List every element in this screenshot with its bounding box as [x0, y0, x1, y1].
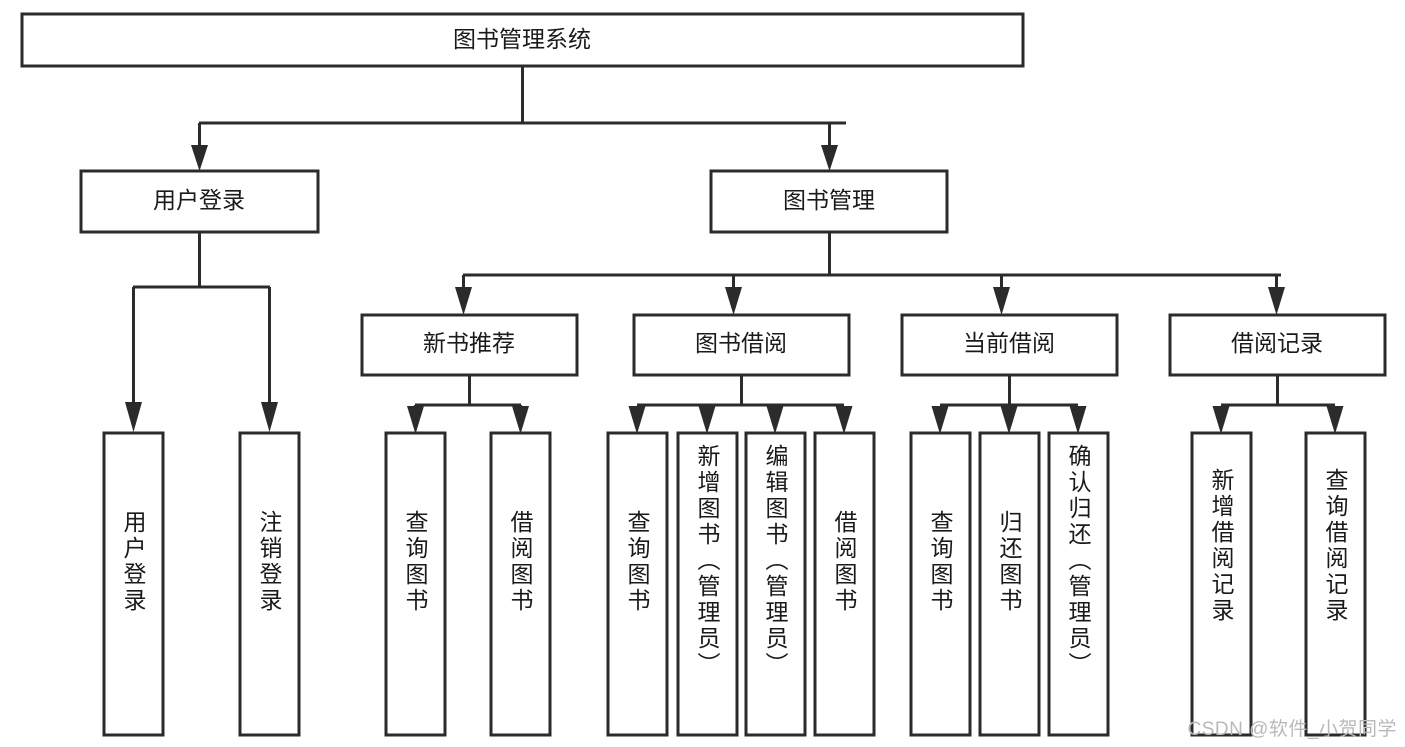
- leaf-book-borrow-query-label: 查询图书: [624, 510, 651, 614]
- connector-group-root-to-level2: [191, 66, 846, 171]
- leaf-book-borrow-edit[interactable]: 编辑图书（管理员）: [744, 431, 807, 737]
- node-borrow-record-box[interactable]: [1168, 313, 1387, 377]
- arrowhead-borrow-record: [1268, 287, 1285, 315]
- arrowhead-book-borrow: [725, 287, 742, 315]
- node-user-login-box[interactable]: [79, 169, 320, 234]
- leaf-user-login-logout-box[interactable]: [238, 431, 301, 737]
- node-root[interactable]: 图书管理系统: [20, 12, 1025, 68]
- leaf-book-borrow-add[interactable]: 新增图书（管理员）: [676, 431, 739, 737]
- leaf-user-login-login-label: 用户登录: [120, 510, 147, 614]
- leaf-user-login-login-box[interactable]: [102, 431, 165, 737]
- node-new-book-recommend-box[interactable]: [360, 313, 579, 377]
- leaf-user-login-login[interactable]: 用户登录: [102, 431, 165, 737]
- node-current-borrow-label: 当前借阅: [963, 330, 1055, 356]
- leaf-book-borrow-edit-box[interactable]: [744, 431, 807, 737]
- leaf-current-borrow-query-box[interactable]: [909, 431, 972, 737]
- node-book-borrow[interactable]: 图书借阅: [632, 313, 851, 377]
- leaf-book-borrow-borrow-label: 借阅图书: [831, 510, 858, 614]
- arrowhead-bb-add-book: [698, 406, 716, 434]
- leaf-current-borrow-confirm-box[interactable]: [1047, 431, 1110, 737]
- arrowhead-book-mgmt: [821, 145, 838, 171]
- leaf-new-book-query-box[interactable]: [384, 431, 447, 737]
- leaf-new-book-borrow-box[interactable]: [489, 431, 552, 737]
- arrowhead-leaf-logout: [261, 402, 278, 432]
- leaf-new-book-query[interactable]: 查询图书: [384, 431, 447, 737]
- leaf-current-borrow-query[interactable]: 查询图书: [909, 431, 972, 737]
- arrowhead-new-book-recommend: [455, 287, 472, 315]
- leaf-current-borrow-confirm[interactable]: 确认归还（管理员）: [1047, 431, 1110, 737]
- connector-group-borrowrecord-to-leaves: [1212, 375, 1344, 434]
- arrowhead-nb-borrow-book: [512, 406, 529, 434]
- leaf-new-book-query-label: 查询图书: [402, 510, 429, 614]
- leaf-current-borrow-return[interactable]: 归还图书: [978, 431, 1041, 737]
- arrowhead-bb-query-book: [628, 406, 646, 434]
- leaf-book-borrow-add-label: 新增图书（管理员）: [694, 444, 721, 678]
- node-new-book-recommend-label: 新书推荐: [423, 330, 515, 356]
- connector-group-userlogin-to-leaves: [125, 232, 278, 432]
- leaf-borrow-record-add[interactable]: 新增借阅记录: [1190, 431, 1253, 737]
- node-new-book-recommend[interactable]: 新书推荐: [360, 313, 579, 377]
- node-root-box[interactable]: [20, 12, 1025, 68]
- arrowhead-cb-confirm-return: [1069, 406, 1087, 434]
- leaf-book-borrow-query[interactable]: 查询图书: [606, 431, 669, 737]
- node-current-borrow-box[interactable]: [900, 313, 1119, 377]
- arrowhead-br-add-record: [1212, 406, 1230, 434]
- arrowhead-user-login: [191, 145, 208, 171]
- leaf-current-borrow-return-box[interactable]: [978, 431, 1041, 737]
- node-borrow-record-label: 借阅记录: [1231, 330, 1323, 356]
- leaf-borrow-record-add-label: 新增借阅记录: [1208, 468, 1235, 624]
- leaf-borrow-record-query[interactable]: 查询借阅记录: [1304, 431, 1367, 737]
- leaf-book-borrow-query-box[interactable]: [606, 431, 669, 737]
- node-book-management-label: 图书管理: [783, 187, 875, 213]
- leaf-borrow-record-add-box[interactable]: [1190, 431, 1253, 737]
- leaf-current-borrow-return-label: 归还图书: [996, 510, 1023, 614]
- leaf-current-borrow-confirm-label: 确认归还（管理员）: [1065, 444, 1092, 678]
- leaf-new-book-borrow[interactable]: 借阅图书: [489, 431, 552, 737]
- leaf-book-borrow-borrow-box[interactable]: [813, 431, 876, 737]
- leaf-borrow-record-query-box[interactable]: [1304, 431, 1367, 737]
- arrowhead-br-query-record: [1326, 406, 1344, 434]
- arrowhead-bb-borrow-book: [835, 406, 853, 434]
- leaf-user-login-logout-label: 注销登录: [256, 510, 283, 614]
- leaf-user-login-logout[interactable]: 注销登录: [238, 431, 301, 737]
- connector-group-newbook-to-leaves: [407, 375, 529, 434]
- node-borrow-record[interactable]: 借阅记录: [1168, 313, 1387, 377]
- node-book-management[interactable]: 图书管理: [709, 169, 949, 234]
- node-user-login-label: 用户登录: [153, 187, 245, 213]
- leaf-new-book-borrow-label: 借阅图书: [507, 510, 534, 614]
- node-user-login[interactable]: 用户登录: [79, 169, 320, 234]
- leaf-current-borrow-query-label: 查询图书: [927, 510, 954, 614]
- arrowhead-bb-edit-book: [766, 406, 784, 434]
- connector-group-currentborrow-to-leaves: [931, 375, 1087, 434]
- leaf-borrow-record-query-label: 查询借阅记录: [1322, 468, 1349, 624]
- arrowhead-nb-query-book: [407, 406, 424, 434]
- node-book-borrow-label: 图书借阅: [695, 330, 787, 356]
- leaf-book-borrow-add-box[interactable]: [676, 431, 739, 737]
- arrowhead-leaf-user-login: [125, 402, 142, 432]
- node-book-management-box[interactable]: [709, 169, 949, 234]
- node-current-borrow[interactable]: 当前借阅: [900, 313, 1119, 377]
- node-book-borrow-box[interactable]: [632, 313, 851, 377]
- leaf-book-borrow-borrow[interactable]: 借阅图书: [813, 431, 876, 737]
- arrowhead-current-borrow: [993, 287, 1010, 315]
- connector-group-bookborrow-to-leaves: [628, 375, 853, 434]
- node-root-label: 图书管理系统: [453, 26, 591, 52]
- leaf-book-borrow-edit-label: 编辑图书（管理员）: [762, 444, 789, 678]
- arrowhead-cb-query-book: [931, 406, 949, 434]
- connector-group-bookmgmt-to-level3: [455, 232, 1285, 315]
- arrowhead-cb-return-book: [1000, 406, 1018, 434]
